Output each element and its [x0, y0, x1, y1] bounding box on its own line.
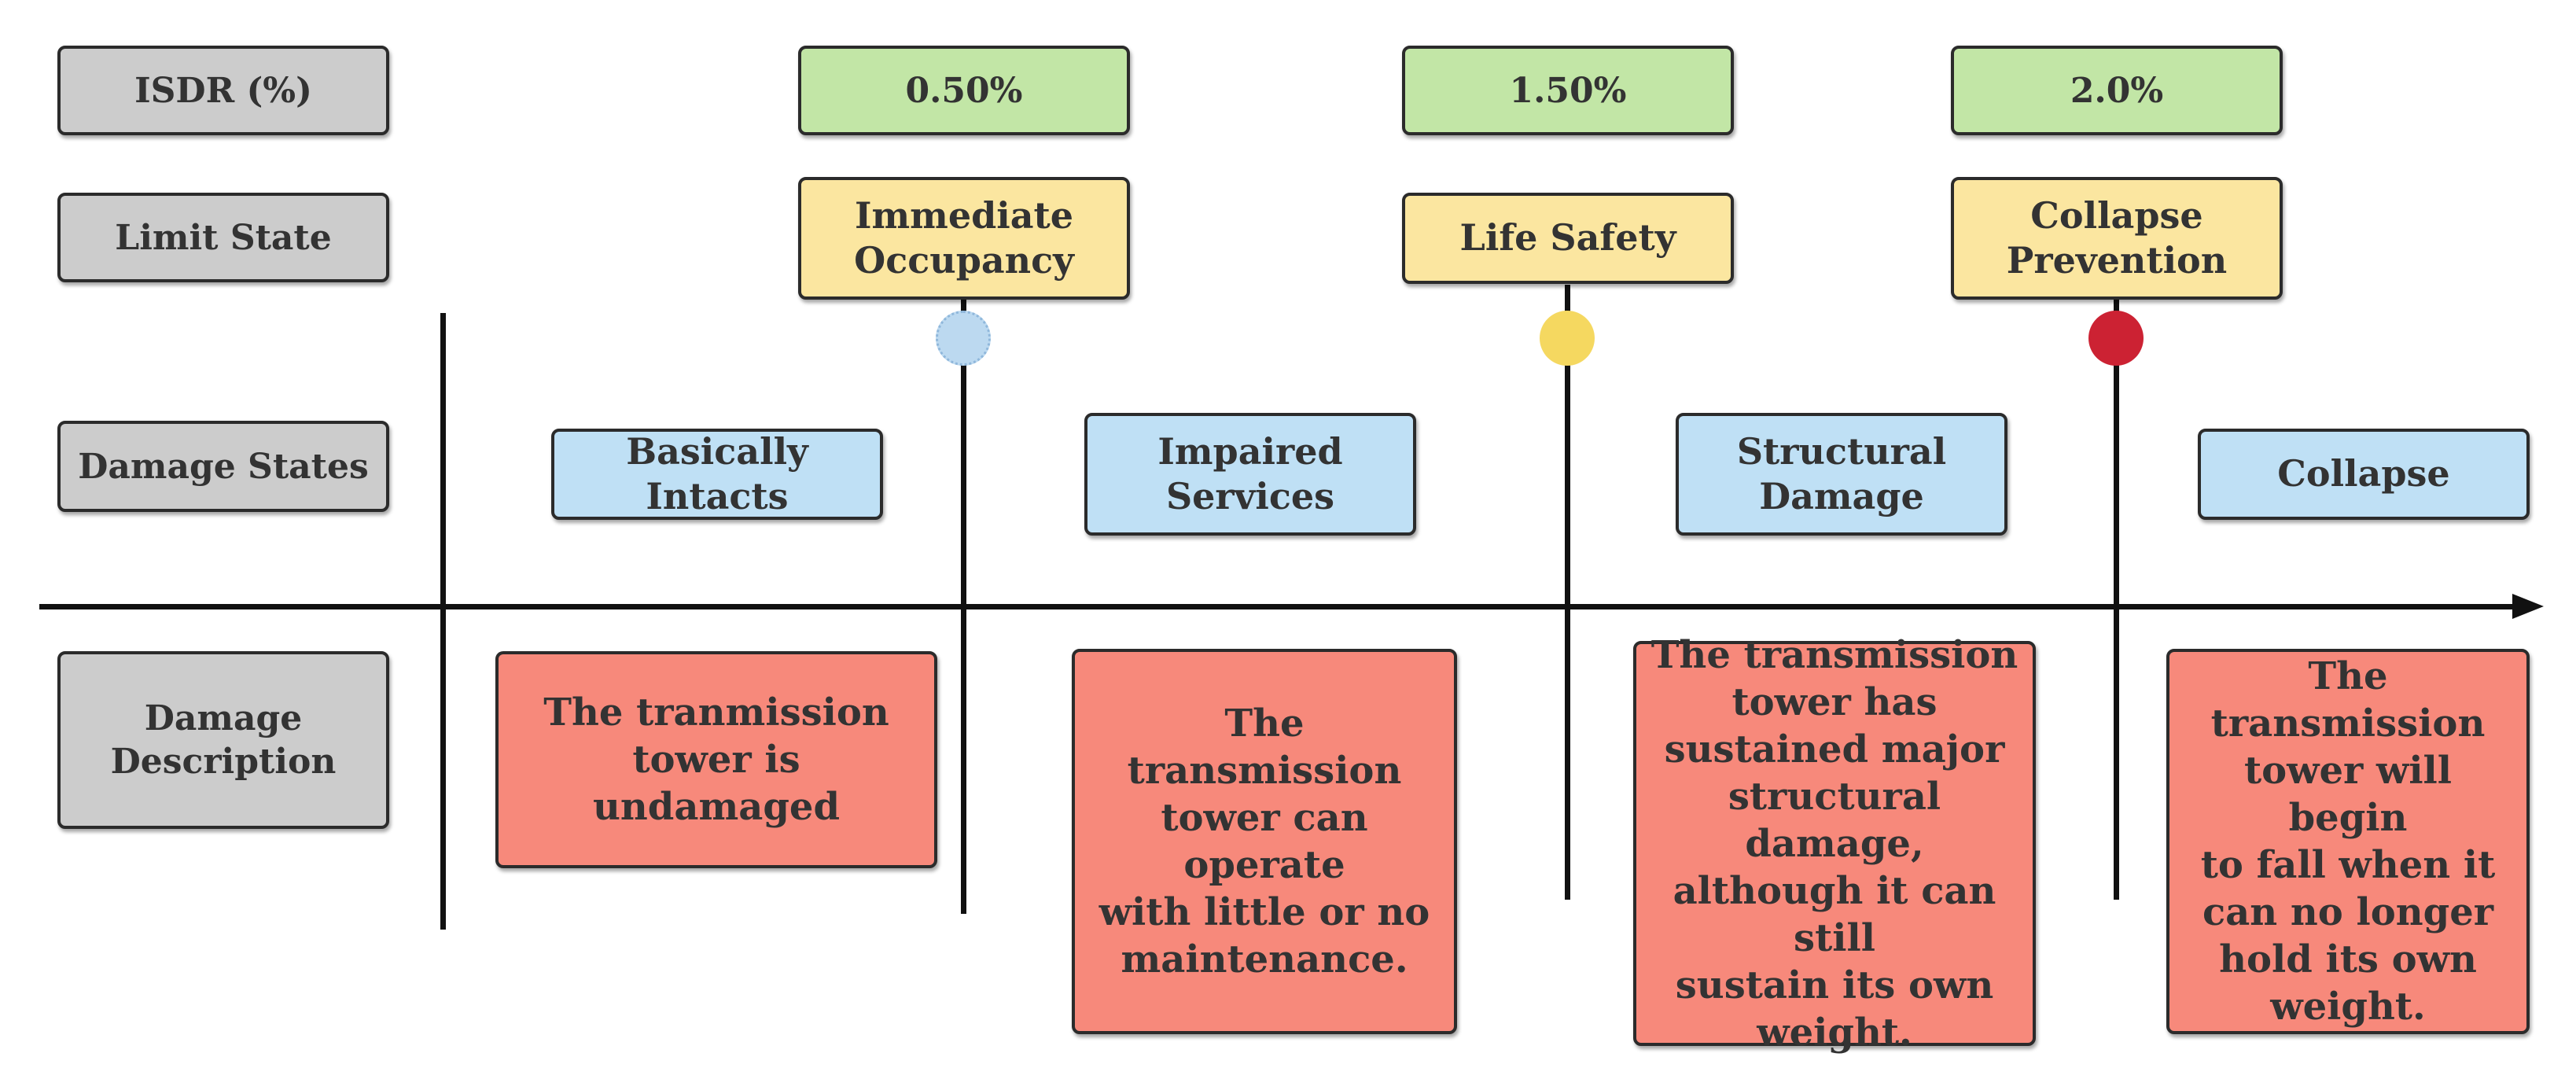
- marker-collapse-prevention: [2088, 311, 2144, 366]
- damage-description-structural-damage: The transmission tower has sustained maj…: [1633, 633, 2036, 1055]
- marker-immediate-occupancy: [936, 311, 991, 366]
- row-label-isdr: ISDR (%): [57, 46, 389, 135]
- damage-state-impaired-services: Impaired Services: [1084, 413, 1416, 536]
- threshold-line-life-safety: [1565, 285, 1570, 900]
- damage-state-collapse: Collapse: [2198, 429, 2530, 520]
- threshold-line-collapse-prevention: [2114, 299, 2119, 900]
- axis-arrowhead-icon: [2512, 594, 2544, 619]
- limit-state-life-safety: Life Safety: [1402, 193, 1734, 284]
- row-label-damage-states: Damage States: [57, 421, 389, 512]
- separator-line: [440, 313, 446, 930]
- damage-description-collapse: The transmission tower will begin to fal…: [2166, 649, 2530, 1034]
- marker-life-safety: [1540, 311, 1595, 366]
- row-label-damage-description: Damage Description: [57, 651, 389, 829]
- isdr-value-1: 0.50%: [798, 46, 1130, 135]
- isdr-value-3: 2.0%: [1951, 46, 2283, 135]
- threshold-line-immediate-occupancy: [961, 299, 966, 914]
- damage-description-basically-intact: The tranmission tower is undamaged: [495, 651, 937, 868]
- drift-axis: [39, 604, 2536, 609]
- limit-state-collapse-prevention: Collapse Prevention: [1951, 177, 2283, 300]
- damage-state-basically-intact: Basically Intacts: [551, 429, 883, 520]
- damage-description-impaired-services: The transmission tower can operate with …: [1072, 649, 1457, 1034]
- row-label-limit-state: Limit State: [57, 193, 389, 282]
- damage-state-structural-damage: Structural Damage: [1676, 413, 2007, 536]
- limit-state-immediate-occupancy: Immediate Occupancy: [798, 177, 1130, 300]
- isdr-value-2: 1.50%: [1402, 46, 1734, 135]
